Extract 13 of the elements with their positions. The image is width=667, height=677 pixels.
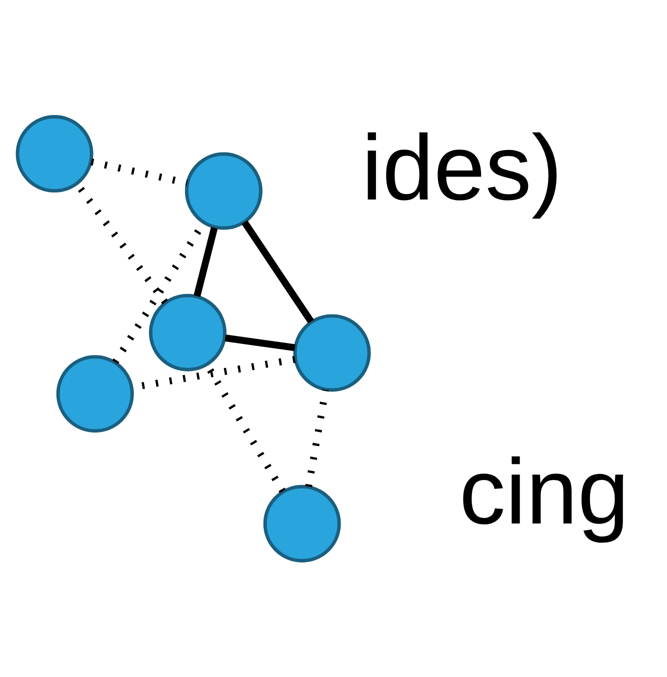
node-circle <box>148 294 226 372</box>
connector <box>194 227 218 297</box>
connector <box>305 389 329 488</box>
node-circle <box>16 115 94 193</box>
connector <box>242 220 314 324</box>
node-circle <box>293 314 371 392</box>
node-circle <box>184 152 262 230</box>
node-circle <box>263 484 341 562</box>
connector <box>90 158 188 186</box>
node-circle <box>56 355 134 433</box>
connector <box>224 334 296 352</box>
label: ides) <box>362 116 562 220</box>
label: cing <box>459 440 630 544</box>
